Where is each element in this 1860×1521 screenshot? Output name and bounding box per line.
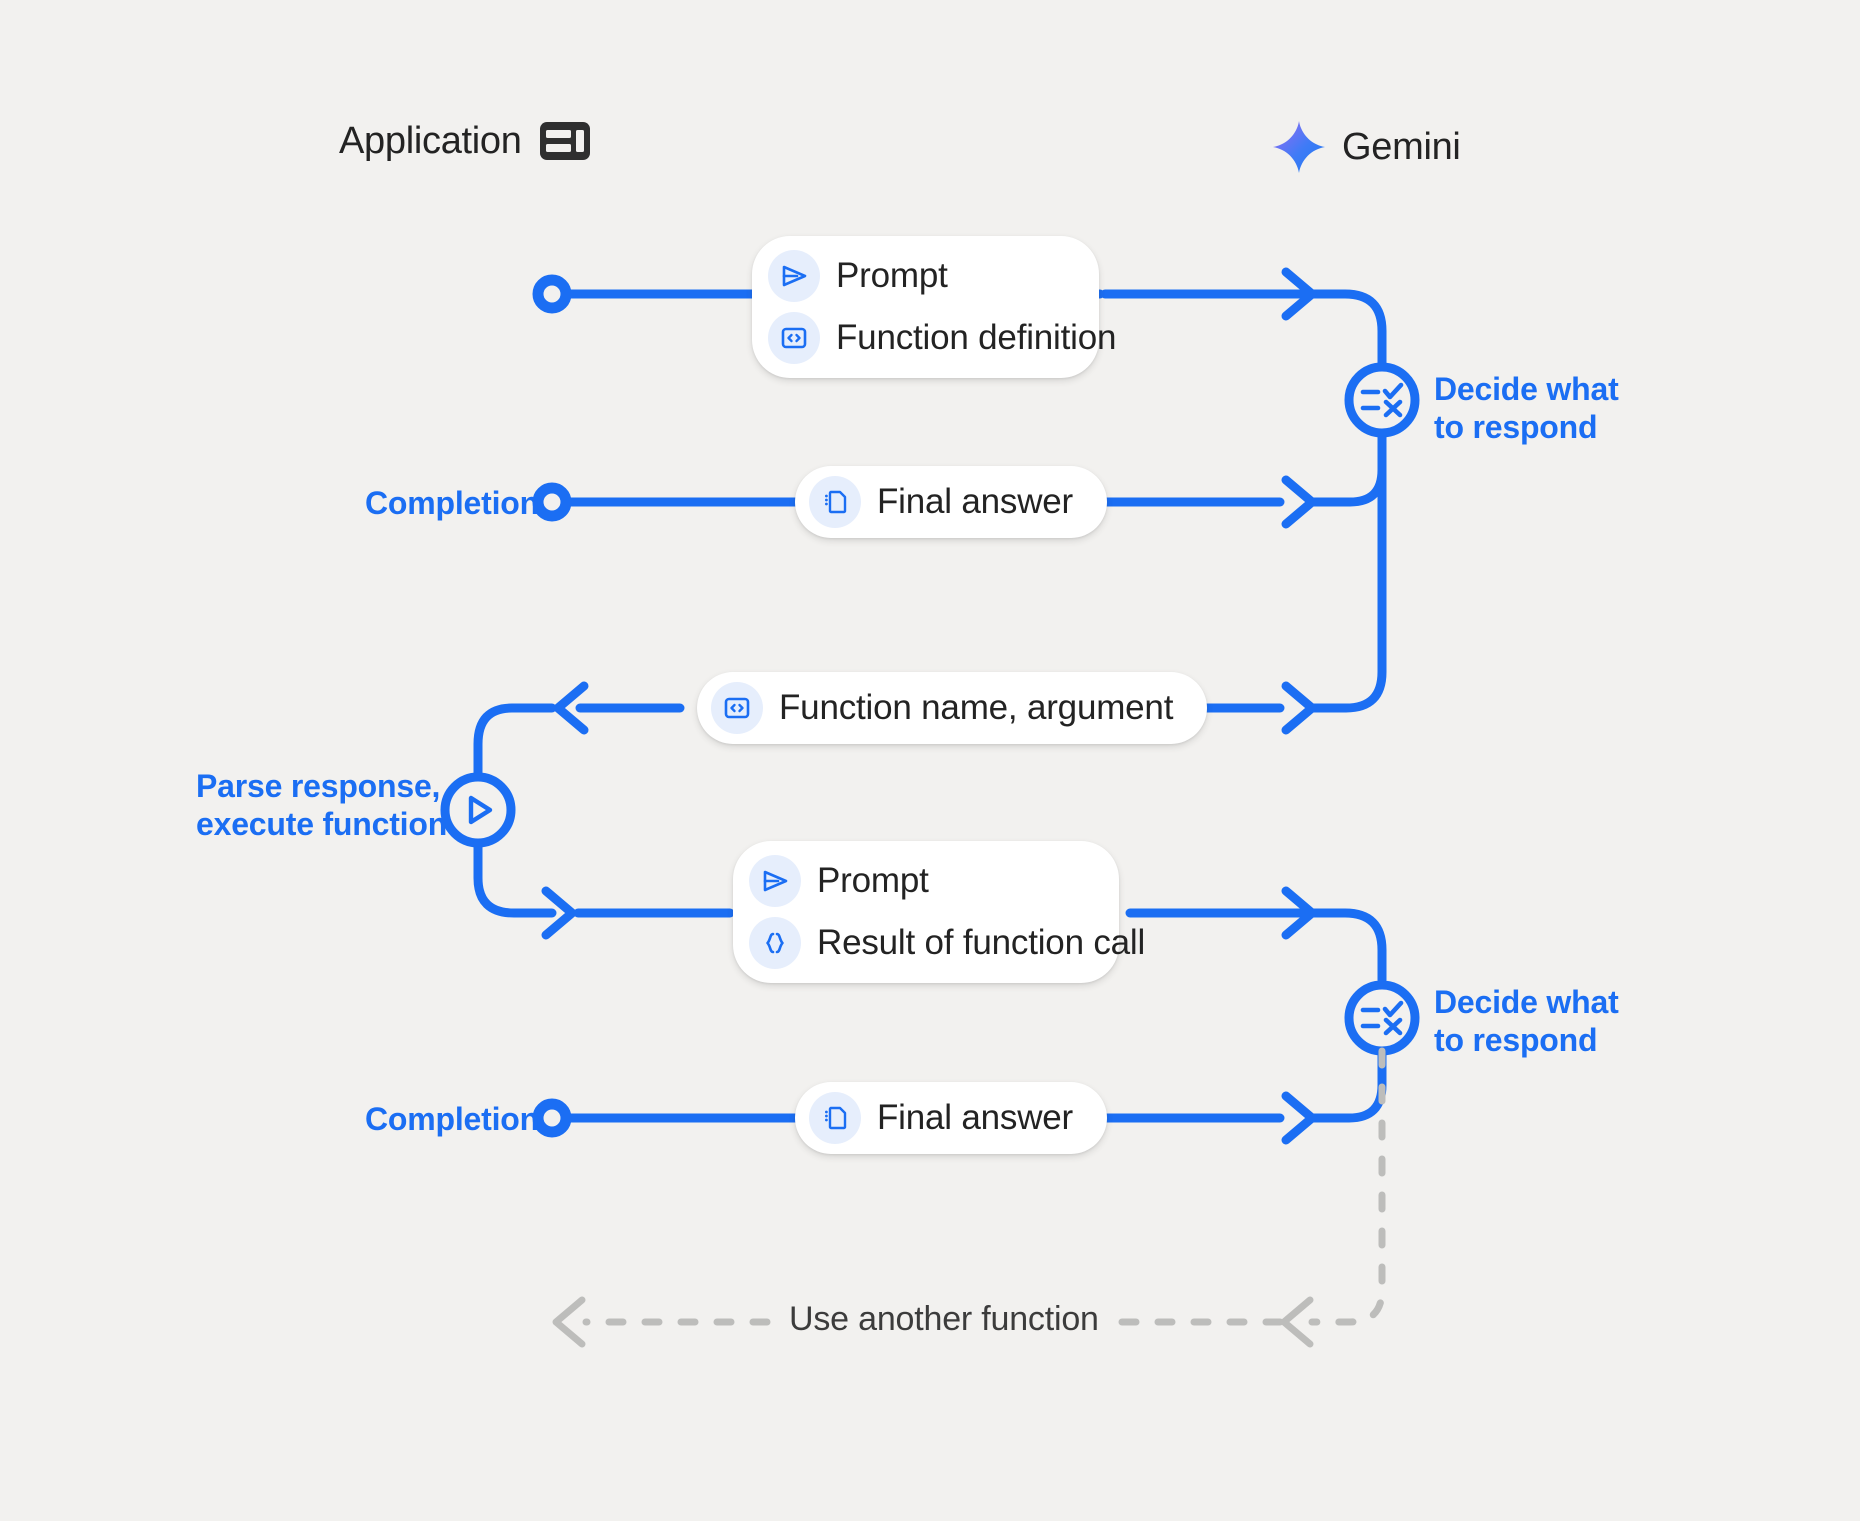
curly-braces-icon — [749, 917, 801, 969]
parse-line-2: execute function — [196, 805, 448, 842]
gemini-sparkle-icon — [1272, 120, 1326, 174]
message-bubble-prompt-result-of-function-call[interactable]: Prompt Result of function call — [733, 841, 1145, 983]
arrowhead-loop-mid — [1280, 1296, 1314, 1348]
arrowhead-loop-left — [552, 1296, 586, 1348]
completion-node-2 — [532, 1098, 572, 1138]
loop-label-use-another-function: Use another function — [775, 1300, 1113, 1339]
wire-prompt2-to-decide2 — [1125, 908, 1387, 985]
bubble-row-label: Function definition — [836, 317, 1117, 357]
actor-gemini: Gemini — [1272, 120, 1461, 174]
bubble-row-label: Prompt — [836, 255, 948, 295]
bubble-row: Prompt — [768, 250, 1069, 302]
arrowhead-prompt2-out — [541, 886, 577, 940]
parse-line-1: Parse response, — [196, 768, 441, 804]
bubble-row-label: Result of function call — [817, 922, 1146, 962]
bubble-row-label: Prompt — [817, 860, 929, 900]
rule-checklist-icon — [1360, 382, 1404, 418]
arrowhead-prompt2-in — [1281, 886, 1317, 940]
loop-label-text: Use another function — [789, 1300, 1099, 1338]
code-brackets-box-icon — [711, 682, 763, 734]
code-brackets-box-icon — [768, 312, 820, 364]
message-bubble-prompt-function-definition[interactable]: Prompt Function definition — [752, 236, 1116, 378]
annotation-decide-what-to-respond-2: Decide what to respond — [1434, 984, 1619, 1060]
bubble-row: Prompt — [749, 855, 1089, 907]
decide-2-line-2: to respond — [1434, 1021, 1598, 1058]
annotation-decide-what-to-respond-1: Decide what to respond — [1434, 371, 1619, 447]
completion-2-label: Completion — [365, 1101, 539, 1137]
bubble-row-label: Function name, argument — [779, 687, 1174, 727]
wire-decide1-to-final-answer — [1307, 428, 1387, 507]
wire-parse-to-prompt2 — [473, 838, 557, 918]
arrowhead-prompt-in — [1281, 267, 1317, 321]
completion-1-label: Completion — [365, 485, 539, 521]
wire-prompt-to-decide1 — [1100, 289, 1387, 377]
document-icon — [809, 1092, 861, 1144]
bubble-row-label: Final answer — [877, 1097, 1074, 1137]
arrowhead-final-answer-1 — [1281, 475, 1317, 529]
annotation-completion-2: Completion — [365, 1101, 539, 1139]
decide-1-line-1: Decide what — [1434, 371, 1619, 407]
message-bubble-function-name-argument[interactable]: Function name, argument — [697, 672, 1208, 744]
decide-2-line-1: Decide what — [1434, 984, 1619, 1020]
document-icon — [809, 476, 861, 528]
actor-application-label: Application — [339, 120, 522, 162]
wire-to-parse-node — [473, 703, 557, 786]
bubble-row: Result of function call — [749, 917, 1145, 969]
arrowhead-function-name-out — [553, 681, 589, 735]
completion-node-1 — [532, 482, 572, 522]
play-circle-icon — [468, 795, 493, 825]
message-bubble-final-answer-second[interactable]: Final answer — [795, 1082, 1108, 1154]
rule-checklist-icon — [1360, 1000, 1404, 1036]
annotation-completion-1: Completion — [365, 485, 539, 523]
bubble-row: Final answer — [809, 476, 1073, 528]
bubble-row: Function name, argument — [711, 682, 1173, 734]
send-prompt-icon — [768, 250, 820, 302]
wire-decide2-to-final-answer — [1307, 1046, 1387, 1123]
decide-1-line-2: to respond — [1434, 408, 1598, 445]
annotation-parse-response-execute-function: Parse response, execute function — [196, 768, 448, 844]
bubble-row-label: Final answer — [877, 481, 1074, 521]
wire-loop-from-decide2 — [1308, 1047, 1386, 1326]
wire-decide1-to-function-name — [1307, 428, 1387, 713]
actor-gemini-label: Gemini — [1342, 126, 1461, 168]
dashboard-layout-icon — [538, 120, 592, 162]
arrowhead-final-answer-2 — [1281, 1091, 1317, 1145]
bubble-row: Final answer — [809, 1092, 1073, 1144]
actor-application: Application — [339, 120, 592, 162]
send-prompt-icon — [749, 855, 801, 907]
message-bubble-final-answer-first[interactable]: Final answer — [795, 466, 1108, 538]
bubble-row: Function definition — [768, 312, 1116, 364]
arrowhead-function-name-in — [1281, 681, 1317, 735]
